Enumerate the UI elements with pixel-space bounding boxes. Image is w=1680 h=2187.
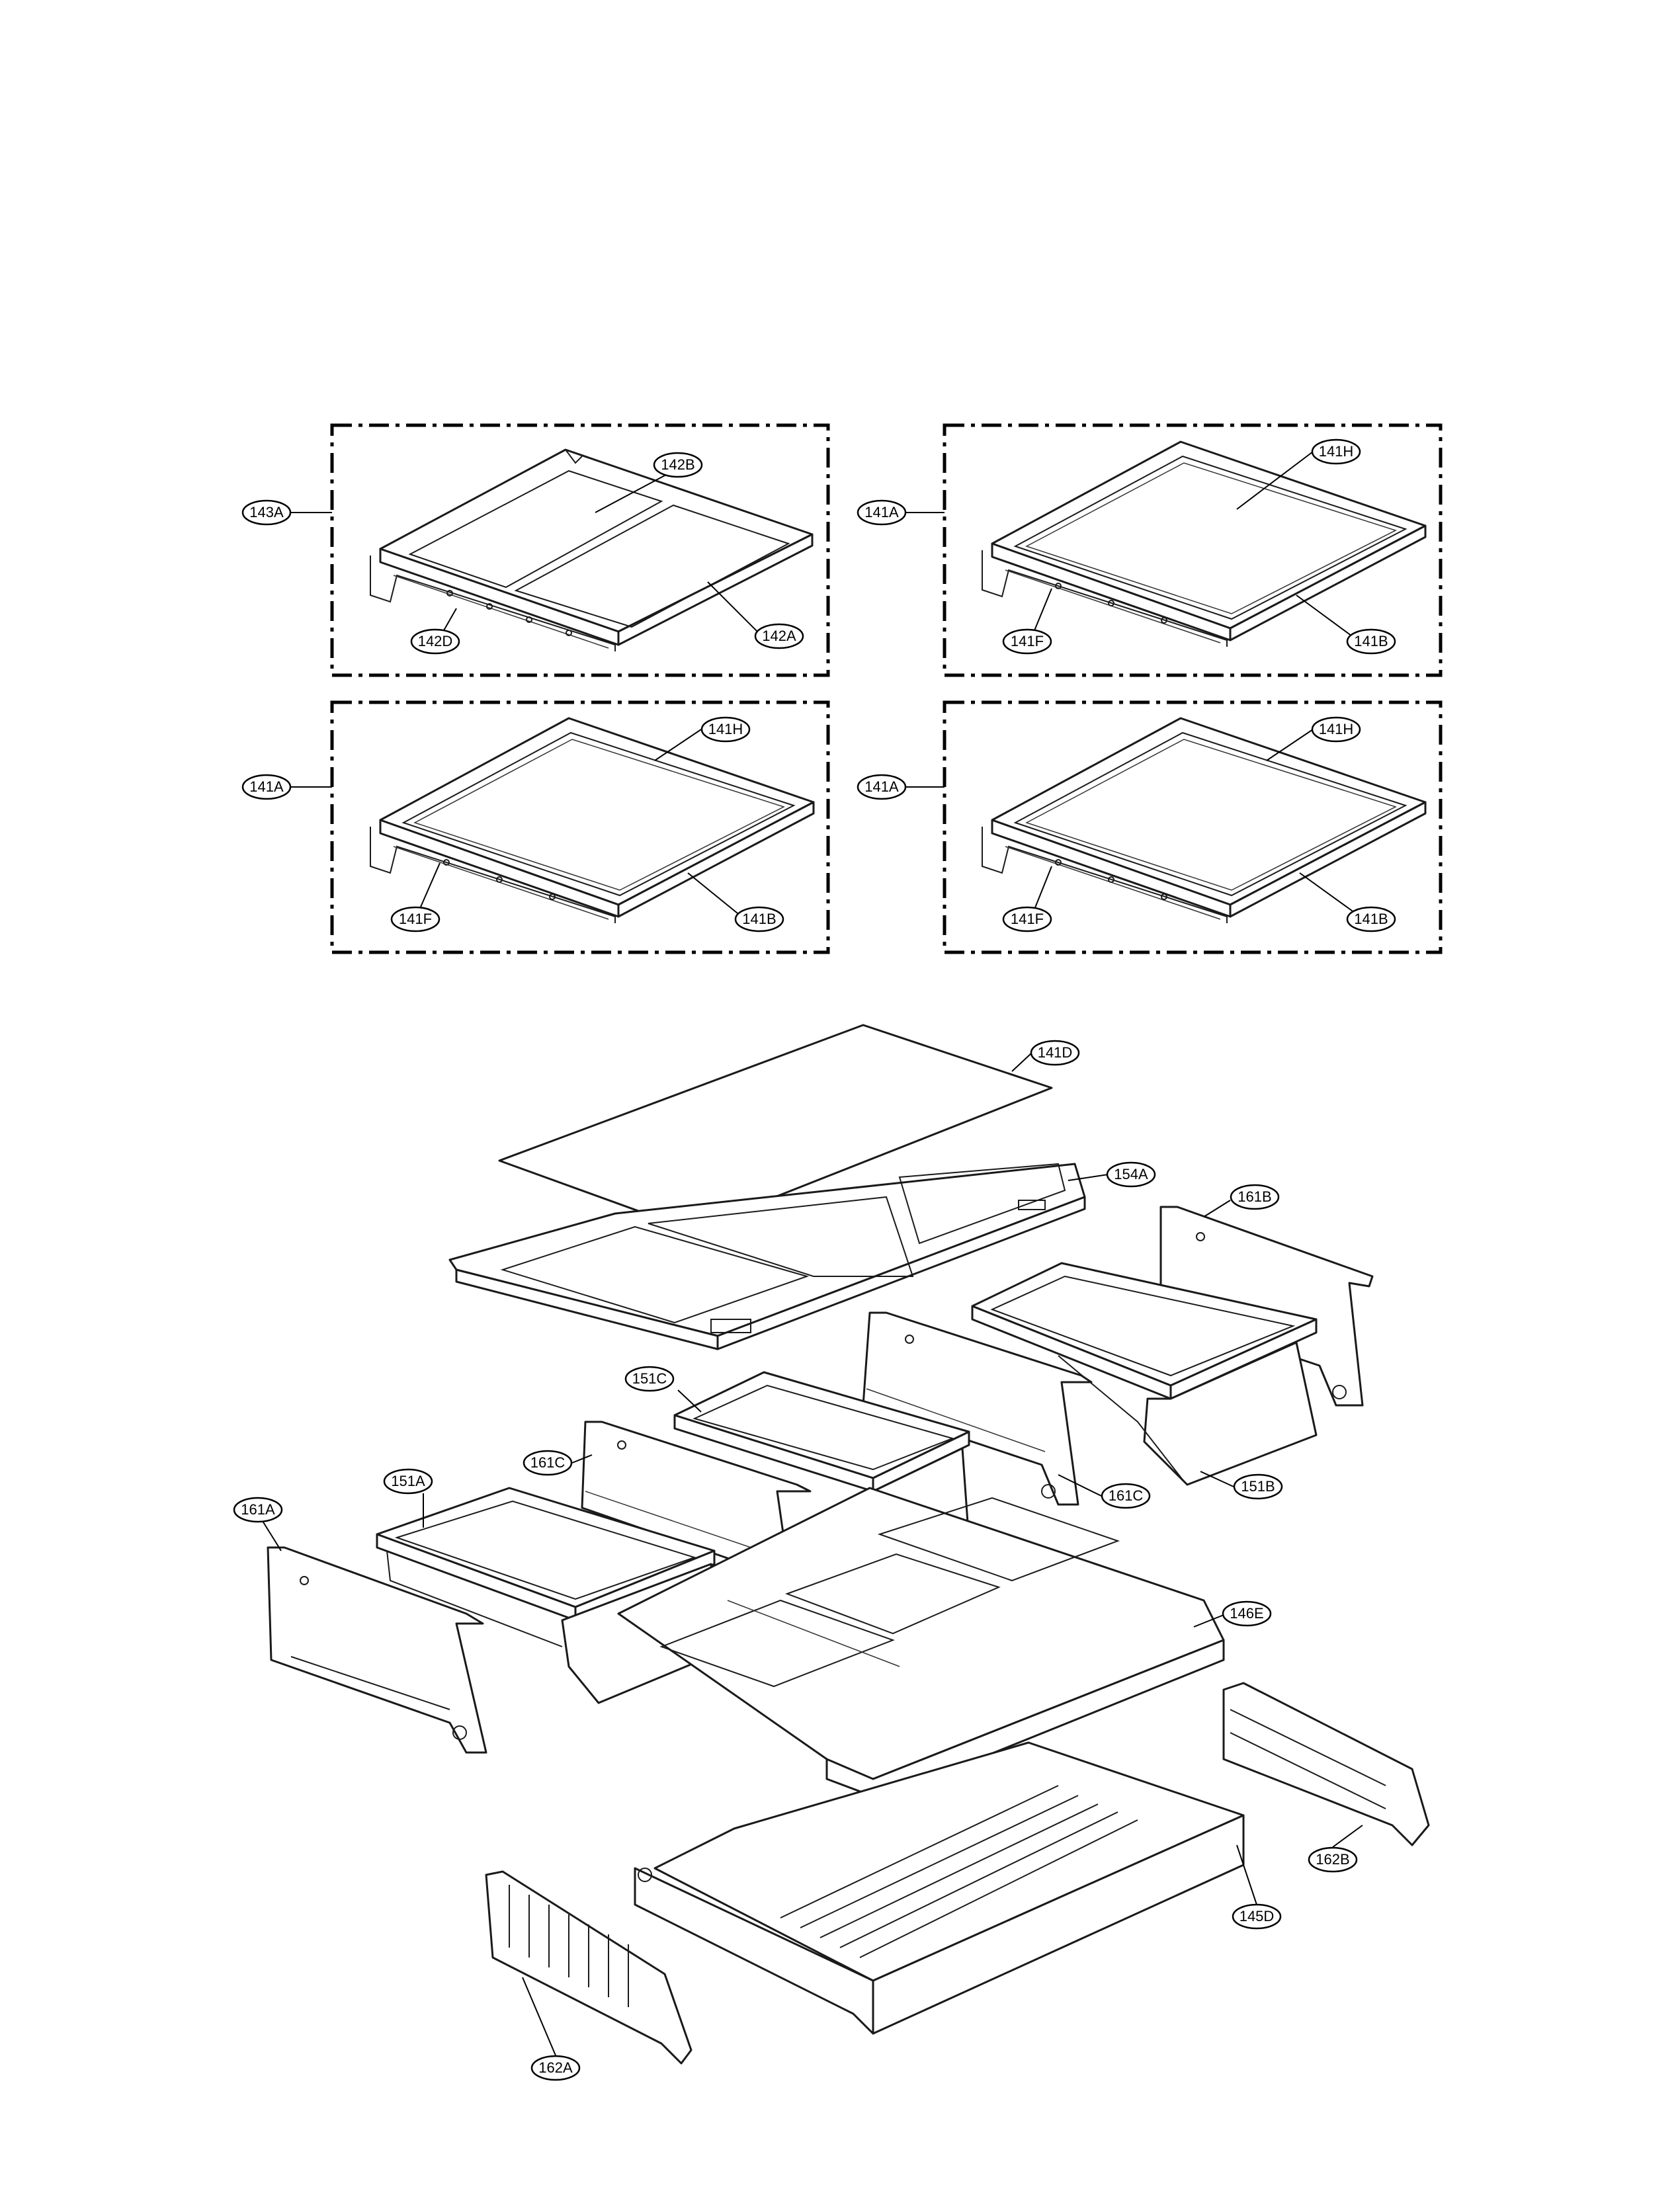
callout-162B: 162B: [1308, 1846, 1358, 1873]
callout-151C: 151C: [624, 1366, 675, 1392]
callout-151A: 151A: [383, 1468, 433, 1495]
svg-text:141A: 141A: [864, 504, 899, 520]
svg-text:141H: 141H: [1319, 721, 1354, 737]
callout-141B-2: 141B: [734, 906, 784, 932]
frame-146E: [617, 1487, 1225, 1800]
callout-141H-1: 141H: [1311, 438, 1361, 465]
svg-text:141H: 141H: [1319, 443, 1354, 460]
shelf-assembly-143A: [370, 448, 814, 651]
svg-text:154A: 154A: [1114, 1166, 1148, 1182]
svg-text:142A: 142A: [762, 628, 796, 644]
callout-141F-2: 141F: [390, 906, 441, 932]
svg-text:161C: 161C: [1109, 1487, 1144, 1504]
callout-141D: 141D: [1030, 1040, 1080, 1066]
callout-151B: 151B: [1233, 1473, 1283, 1500]
callout-145D: 145D: [1232, 1903, 1282, 1930]
svg-text:141F: 141F: [399, 911, 432, 927]
svg-text:151C: 151C: [632, 1370, 667, 1387]
callout-141H-3: 141H: [1311, 716, 1361, 743]
callout-141A-1: 141A: [857, 499, 907, 526]
svg-text:143A: 143A: [249, 504, 284, 520]
svg-text:161A: 161A: [241, 1501, 275, 1518]
svg-text:151B: 151B: [1241, 1478, 1275, 1495]
svg-text:141B: 141B: [1354, 911, 1388, 927]
callout-161C-right: 161C: [1101, 1483, 1151, 1509]
rail-162B: [1222, 1682, 1430, 1846]
drawer-145D: [634, 1741, 1245, 2035]
divider-161C-right: [862, 1311, 1093, 1506]
callout-142A: 142A: [754, 623, 804, 649]
svg-text:161C: 161C: [530, 1454, 566, 1471]
shelf-assembly-141A-bottom-right: [982, 717, 1427, 923]
rail-162A: [485, 1870, 693, 2065]
callout-143A: 143A: [241, 499, 292, 526]
svg-text:142B: 142B: [661, 456, 694, 473]
callout-154A: 154A: [1106, 1161, 1156, 1188]
callout-161B: 161B: [1230, 1184, 1280, 1210]
callout-162A: 162A: [530, 2055, 581, 2081]
svg-text:141F: 141F: [1011, 911, 1044, 927]
frame-shelf-141A-bottom-right: [943, 700, 1443, 954]
cover-154A: [448, 1163, 1086, 1350]
callout-161C-left: 161C: [523, 1450, 573, 1476]
svg-text:141A: 141A: [249, 778, 284, 795]
glass-sheet-141D: [498, 1024, 1053, 1231]
svg-text:162A: 162A: [538, 2059, 573, 2076]
shelf-assembly-141A-top-right: [982, 440, 1427, 647]
frame-shelf-143A: [330, 423, 830, 677]
svg-text:141F: 141F: [1011, 633, 1044, 649]
svg-text:141B: 141B: [1354, 633, 1388, 649]
callout-141B-3: 141B: [1346, 906, 1396, 932]
callout-141F-1: 141F: [1002, 628, 1052, 655]
callout-142D: 142D: [410, 628, 460, 655]
frame-shelf-141A-bottom-left: [330, 700, 830, 954]
callout-142B: 142B: [653, 452, 703, 478]
callout-146E: 146E: [1222, 1600, 1272, 1627]
svg-text:146E: 146E: [1230, 1605, 1263, 1622]
svg-text:142D: 142D: [418, 633, 453, 649]
svg-text:141A: 141A: [864, 778, 899, 795]
divider-161A: [267, 1546, 487, 1754]
svg-text:141B: 141B: [742, 911, 776, 927]
shelf-assembly-141A-bottom-left: [370, 717, 815, 923]
svg-text:162B: 162B: [1316, 1851, 1349, 1868]
callout-141H-2: 141H: [700, 716, 751, 743]
callout-141B-1: 141B: [1346, 628, 1396, 655]
callout-141A-3: 141A: [857, 774, 907, 800]
svg-text:151A: 151A: [391, 1473, 425, 1489]
callout-141A-2: 141A: [241, 774, 292, 800]
svg-text:145D: 145D: [1239, 1908, 1275, 1924]
crisper-drawer-151B: [971, 1262, 1318, 1486]
callout-141F-3: 141F: [1002, 906, 1052, 932]
svg-text:161B: 161B: [1238, 1188, 1271, 1205]
frame-shelf-141A-top-right: [943, 423, 1443, 677]
callout-161A: 161A: [233, 1497, 283, 1523]
svg-text:141H: 141H: [708, 721, 743, 737]
svg-text:141D: 141D: [1038, 1044, 1073, 1061]
